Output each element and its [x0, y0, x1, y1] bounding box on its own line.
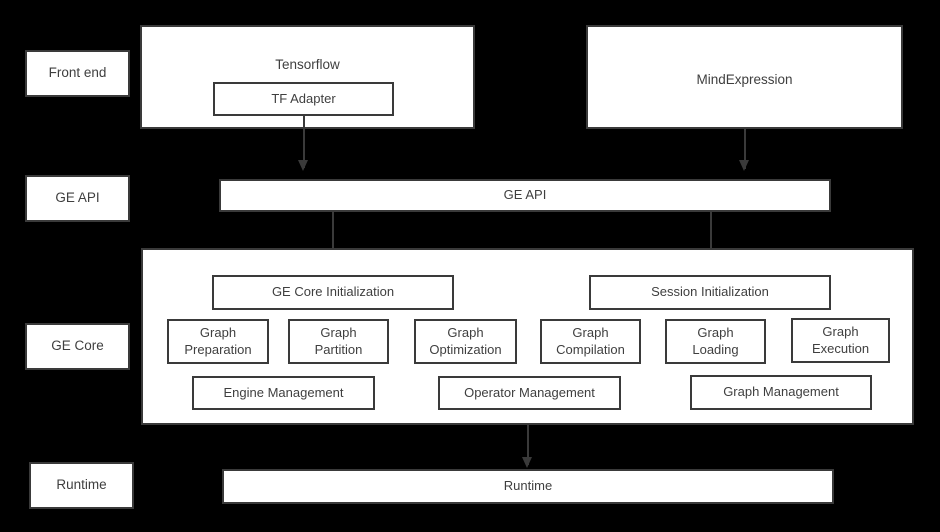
connector-tf-adapter-to-ge-api	[303, 116, 305, 168]
layer-label-ge-api: GE API	[25, 175, 130, 222]
session-initialization-box[interactable]: Session Initialization	[589, 275, 831, 310]
arrowhead-mindexpression-to-ge-api	[739, 160, 749, 171]
layer-label-runtime: Runtime	[29, 462, 134, 509]
arrowhead-tf-adapter-to-ge-api	[298, 160, 308, 171]
operator-management-box[interactable]: Operator Management	[438, 376, 621, 410]
tf-adapter-box[interactable]: TF Adapter	[213, 82, 394, 116]
arrowhead-ge-core-to-runtime	[522, 457, 532, 468]
mindexpression-label: MindExpression	[696, 72, 793, 87]
graph-execution-box[interactable]: Graph Execution	[791, 318, 890, 363]
graph-optimization-box[interactable]: Graph Optimization	[414, 319, 517, 364]
graph-preparation-box[interactable]: Graph Preparation	[167, 319, 269, 364]
connector-ge-api-to-core-init	[332, 212, 334, 264]
connector-ge-core-to-runtime	[527, 425, 529, 465]
connector-ge-api-to-session-init	[710, 212, 712, 264]
engine-management-box[interactable]: Engine Management	[192, 376, 375, 410]
graph-compilation-box[interactable]: Graph Compilation	[540, 319, 641, 364]
graph-management-box[interactable]: Graph Management	[690, 375, 872, 410]
layer-label-front-end: Front end	[25, 50, 130, 97]
layer-label-ge-core: GE Core	[25, 323, 130, 370]
connector-mindexpression-to-ge-api	[744, 129, 746, 169]
graph-loading-box[interactable]: Graph Loading	[665, 319, 766, 364]
graph-partition-box[interactable]: Graph Partition	[288, 319, 389, 364]
mindexpression-container[interactable]: MindExpression	[586, 25, 903, 129]
runtime-bar[interactable]: Runtime	[222, 469, 834, 504]
tensorflow-label: Tensorflow	[275, 57, 340, 72]
ge-api-bar[interactable]: GE API	[219, 179, 831, 212]
ge-core-initialization-box[interactable]: GE Core Initialization	[212, 275, 454, 310]
